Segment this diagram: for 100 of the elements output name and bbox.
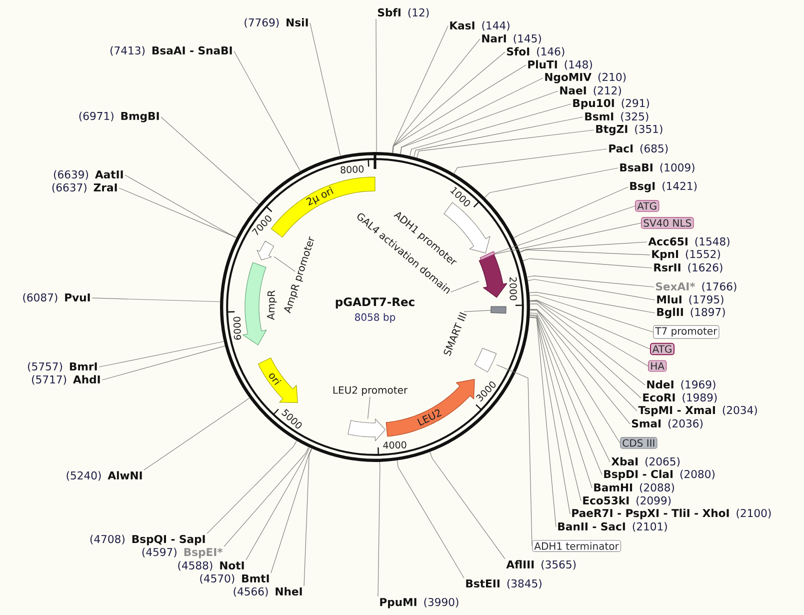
leader-line	[520, 250, 650, 256]
feature-segment	[478, 254, 508, 298]
plasmid-name: pGADT7-Rec	[336, 298, 414, 308]
feature-mark	[480, 251, 496, 260]
leader-line	[124, 174, 237, 238]
leader-line	[206, 440, 297, 534]
enzyme-label: BglII (1897)	[657, 308, 725, 318]
feature-label: ADH1 terminator	[532, 540, 622, 552]
feature-label: AmpR	[267, 290, 277, 320]
leader-line	[304, 448, 312, 586]
feature-label: ATG	[650, 342, 675, 356]
enzyme-label: (4588) NotI	[178, 561, 244, 571]
leader-line	[527, 276, 654, 288]
enzyme-label: Bpu10I (291)	[573, 98, 649, 110]
leader-line	[530, 309, 638, 412]
leader-line	[392, 64, 526, 154]
enzyme-label: SbfI (12)	[378, 8, 429, 18]
leader-line	[530, 316, 592, 488]
leader-line	[528, 279, 656, 300]
feature-segment: ori	[258, 358, 298, 403]
enzyme-label: NgoMIV (210)	[545, 72, 626, 84]
enzyme-label: (6087) PvuI	[23, 293, 90, 303]
enzyme-label: BtgZI (351)	[596, 124, 662, 136]
leader-line	[102, 346, 226, 380]
leader-line	[98, 341, 224, 368]
leader-line	[392, 52, 506, 154]
enzyme-label: XbaI (2065)	[611, 457, 680, 467]
plasmid-size: 8058 bp	[355, 313, 396, 323]
leader-line	[520, 242, 648, 252]
enzyme-label: PpuMI (3990)	[380, 598, 458, 608]
tick-label: 2000	[510, 277, 517, 300]
enzyme-label: (4597) BspEI*	[142, 548, 223, 558]
enzyme-label: KpnI (1552)	[652, 250, 720, 260]
feature-label: ATG	[635, 200, 660, 212]
leader-line	[514, 186, 628, 238]
feature-box	[474, 348, 497, 372]
leader-line	[410, 104, 572, 156]
enzyme-label: Eco53kI (2099)	[583, 496, 671, 506]
leader-line	[310, 22, 341, 156]
leader-line	[224, 446, 309, 547]
enzyme-label: NarI (145)	[482, 34, 541, 44]
leader-line	[378, 462, 380, 597]
enzyme-label: (4570) BmtI	[200, 574, 269, 584]
leader-line	[367, 396, 370, 420]
leader-line	[494, 206, 636, 254]
enzyme-label: PluTI (148)	[528, 60, 592, 70]
enzyme-label: MluI (1795)	[657, 295, 724, 305]
leader-line	[246, 447, 310, 560]
enzyme-label: BspDI - ClaI (2080)	[604, 470, 714, 480]
feature-label: CDS III	[620, 437, 658, 449]
enzyme-label: BsaBI (1009)	[620, 163, 694, 173]
leader-line	[392, 26, 448, 154]
leader-line	[530, 312, 610, 462]
feature-segment	[256, 240, 274, 260]
leader-line	[464, 310, 491, 312]
enzyme-label: (7413) BsaAI - SnaBI	[110, 46, 232, 56]
leader-line	[496, 364, 532, 546]
enzyme-label: (6639) AatII	[54, 170, 123, 180]
enzyme-label: Acc65I (1548)	[648, 237, 730, 247]
enzyme-label: BsgI (1421)	[630, 182, 697, 192]
enzyme-label: (5717) AhdI	[32, 375, 100, 385]
leader-line	[530, 317, 570, 514]
enzyme-label: BamHI (2088)	[594, 483, 674, 493]
leader-line	[522, 258, 652, 268]
leader-line	[530, 300, 646, 386]
leader-line	[400, 90, 558, 154]
leader-line	[392, 38, 480, 154]
leader-line	[530, 300, 648, 366]
leader-line	[376, 18, 377, 152]
leader-line	[414, 116, 584, 158]
enzyme-label: RsrII (1626)	[654, 263, 722, 273]
leader-line	[530, 309, 630, 424]
enzyme-label: SexAI* (1766)	[656, 282, 736, 292]
enzyme-label: (6637) ZraI	[52, 183, 117, 193]
enzyme-label: KasI (144)	[450, 21, 510, 31]
enzyme-label: (5757) BmrI	[28, 362, 97, 372]
enzyme-label: (6971) BmgBI	[79, 112, 159, 122]
enzyme-label: (4708) BspQI - SapI	[90, 534, 205, 546]
enzyme-label: SfoI (146)	[506, 47, 564, 57]
enzyme-label: (4566) NheI	[234, 587, 302, 597]
leader-line	[416, 130, 594, 158]
leader-line	[144, 398, 250, 470]
leader-line	[234, 50, 300, 172]
leader-line	[454, 148, 608, 174]
leader-line	[450, 280, 480, 292]
enzyme-label: NdeI (1969)	[647, 380, 716, 390]
leader-line	[92, 298, 220, 302]
leader-line	[529, 294, 654, 332]
enzyme-label: PaeR7I - PspXI - TliI - XhoI (2100)	[572, 508, 771, 520]
leader-line	[494, 222, 642, 254]
tick-label: 8000	[340, 165, 364, 174]
enzyme-label: (5240) AlwNI	[66, 471, 142, 481]
enzyme-label: NaeI (212)	[560, 86, 621, 96]
leader-line	[270, 448, 312, 574]
leader-line	[484, 168, 618, 198]
leader-line	[400, 78, 544, 154]
leader-line	[274, 256, 296, 272]
feature-label: SV40 NLS	[641, 217, 694, 229]
enzyme-label: (7769) NsiI	[244, 18, 308, 28]
leader-line	[530, 303, 642, 398]
